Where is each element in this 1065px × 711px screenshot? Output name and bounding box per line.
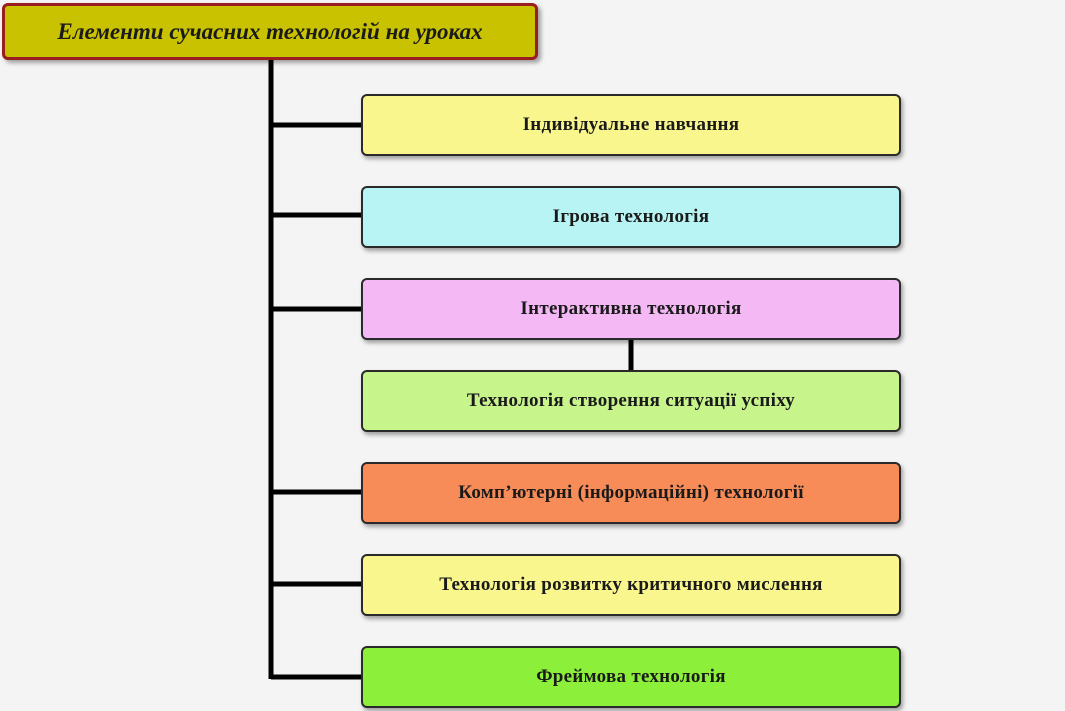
item-game-technology: Ігрова технологія — [361, 186, 901, 248]
item-label: Фреймова технологія — [536, 666, 726, 687]
item-label: Комп’ютерні (інформаційні) технології — [458, 482, 804, 503]
item-individual-learning: Індивідуальне навчання — [361, 94, 901, 156]
item-success-situation-technology: Технологія створення ситуації успіху — [361, 370, 901, 432]
diagram-title-box: Елементи сучасних технологій на уроках — [2, 3, 538, 60]
item-label: Індивідуальне навчання — [522, 114, 740, 135]
item-label: Технологія створення ситуації успіху — [466, 390, 796, 411]
item-interactive-technology: Інтерактивна технологія — [361, 278, 901, 340]
item-label: Ігрова технологія — [552, 206, 710, 227]
item-critical-thinking-technology: Технологія розвитку критичного мислення — [361, 554, 901, 616]
item-label: Технологія розвитку критичного мислення — [439, 574, 823, 595]
item-computer-technologies: Комп’ютерні (інформаційні) технології — [361, 462, 901, 524]
item-frame-technology: Фреймова технологія — [361, 646, 901, 708]
diagram-title: Елементи сучасних технологій на уроках — [57, 18, 483, 44]
item-label: Інтерактивна технологія — [520, 298, 742, 319]
